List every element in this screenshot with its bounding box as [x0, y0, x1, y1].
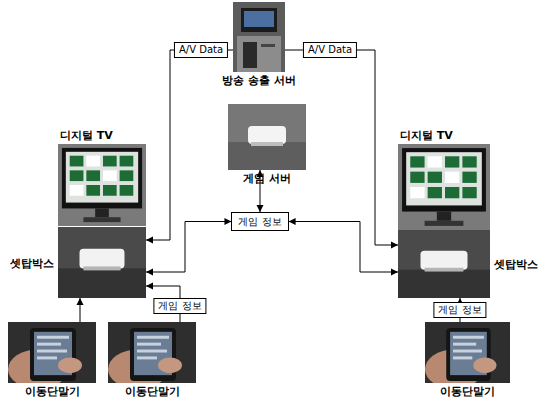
connector [80, 298, 81, 322]
mobile-node: 이동단말기 [425, 322, 510, 383]
photo-caption: 이동단말기 [25, 385, 80, 398]
edge-label: A/V Data [303, 42, 357, 58]
photo-caption: 게임 서버 [243, 172, 291, 185]
phone-photo [425, 322, 510, 389]
tv-node: 디지털 TV [398, 144, 490, 230]
photo-caption: 이동단말기 [440, 385, 495, 398]
settop-photo [398, 230, 490, 298]
tv-photo [58, 144, 146, 226]
photo-caption: 방송 송출 서버 [222, 74, 296, 87]
box-text: 게임 정보 [238, 215, 281, 228]
settop-node: 셋탑박스 [58, 227, 146, 298]
mobile-node: 이동단말기 [8, 322, 96, 383]
tv-node: 디지털 TV [58, 144, 146, 226]
game-server-photo [228, 104, 306, 170]
edge-label: 게임 정보 [433, 302, 486, 318]
connector [289, 222, 398, 273]
edge-label: 게임 정보 [153, 298, 206, 314]
server-photo [233, 2, 285, 72]
server-node: 방송 송출 서버 [233, 2, 285, 72]
phone-photo [8, 322, 96, 389]
game-server-node: 게임 서버 [228, 104, 306, 170]
mobile-node: 이동단말기 [108, 322, 196, 383]
tv-photo [398, 144, 490, 230]
edge-label: A/V Data [174, 42, 228, 58]
info-box: 게임 정보 [231, 212, 288, 231]
photo-caption: 셋탑박스 [10, 256, 54, 269]
photo-caption: 이동단말기 [125, 385, 180, 398]
connector [285, 50, 398, 245]
connector [146, 222, 231, 273]
connector [146, 50, 233, 240]
settop-node: 셋탑박스 [398, 230, 490, 298]
photo-caption: 셋탑박스 [494, 258, 538, 271]
settop-photo [58, 227, 146, 298]
photo-caption: 디지털 TV [60, 129, 113, 142]
phone-photo [108, 322, 196, 389]
photo-caption: 디지털 TV [400, 129, 453, 142]
